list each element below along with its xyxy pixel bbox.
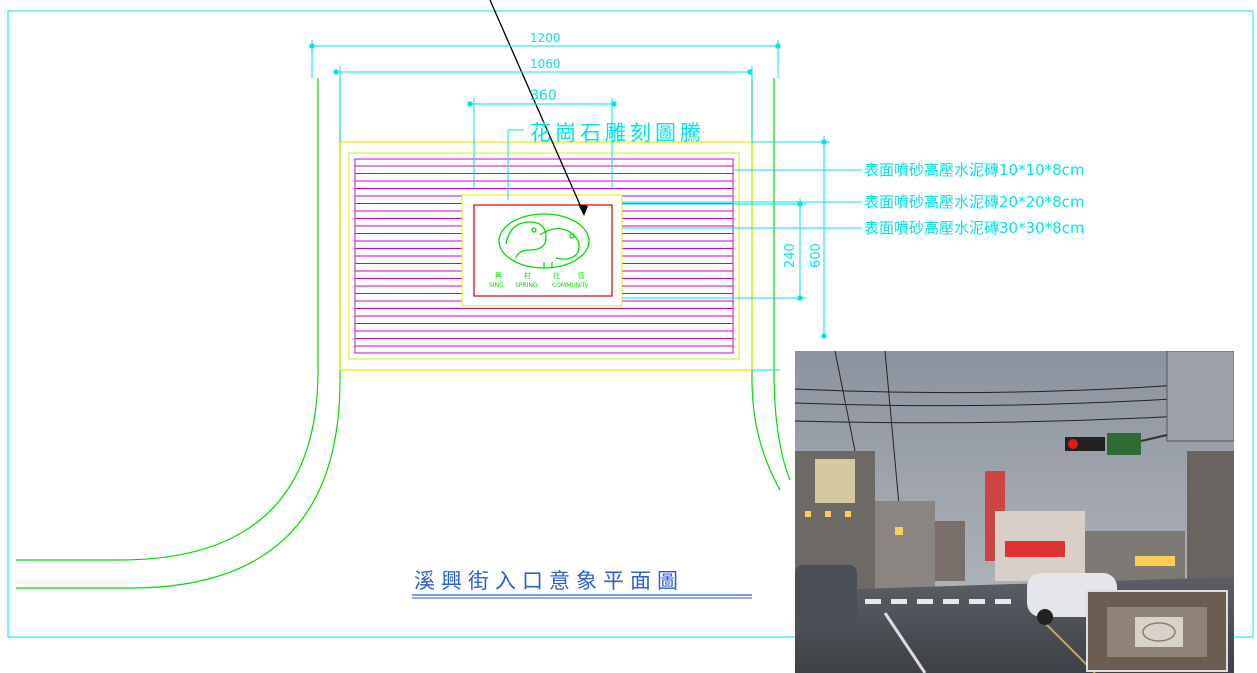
paving-area	[354, 158, 734, 354]
emblem-word: COMMUNITy	[552, 282, 589, 289]
road-right	[751, 78, 791, 491]
leader-line	[489, 0, 585, 215]
dim-emblem-width: 360	[530, 88, 557, 104]
emblem-char: 區	[578, 272, 585, 280]
paving-pattern	[355, 165, 733, 347]
emblem-chinese-text: 興 村 社 區	[495, 271, 585, 280]
emblem-english-text: SING SPRING COMMUNITy	[489, 282, 589, 289]
leader-arrowhead	[578, 204, 588, 216]
dim-emblem-height: 240	[783, 243, 798, 268]
dim-overall-width: 1200	[530, 31, 561, 45]
street-photo	[795, 351, 1234, 673]
totem-label: 花崗石雕刻圖騰	[530, 121, 705, 145]
material-note-20cm: 表面噴砂高壓水泥磚20*20*8cm	[864, 193, 1085, 211]
community-logo-icon	[498, 213, 590, 269]
emblem-char: 興	[495, 271, 502, 280]
street-intersection-photo-icon	[795, 351, 1234, 673]
emblem-char: 社	[553, 271, 560, 280]
material-note-30cm: 表面噴砂高壓水泥磚30*30*8cm	[864, 219, 1085, 237]
drawing-border	[7, 10, 1254, 638]
paving-outer	[348, 152, 740, 360]
material-note-10cm: 表面噴砂高壓水泥磚10*10*8cm	[864, 161, 1085, 179]
dimension-lines	[309, 40, 862, 371]
material-notes: 表面噴砂高壓水泥磚10*10*8cm 表面噴砂高壓水泥磚20*20*8cm 表面…	[864, 161, 1085, 237]
road-left	[16, 78, 341, 589]
dim-plaza-height: 600	[809, 243, 824, 268]
dimension-texts: 1200 1060 360 240 600	[530, 31, 824, 268]
emblem-char: 村	[524, 271, 531, 280]
drawing-title: 溪興街入口意象平面圖	[414, 569, 684, 593]
emblem-frame	[473, 204, 613, 297]
dim-inner-width: 1060	[530, 57, 561, 71]
emblem-word: SPRING	[515, 282, 538, 289]
emblem-word: SING	[489, 282, 504, 289]
plaza-boundary	[339, 141, 753, 371]
